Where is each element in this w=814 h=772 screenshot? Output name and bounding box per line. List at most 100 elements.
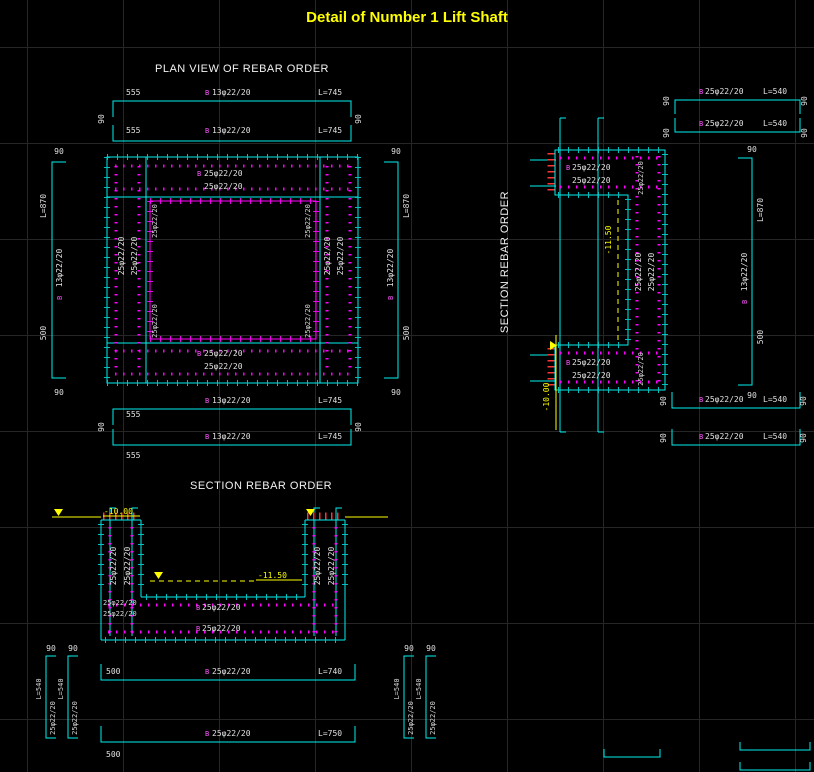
rebar-bar-shape	[671, 392, 801, 409]
bar-mark: B	[387, 296, 395, 300]
bar-qty-label: 25φ22/20	[572, 176, 611, 185]
rebar-bar-shape	[100, 664, 356, 681]
bar-qty-label: 25φ22/20	[103, 599, 137, 607]
dim-90-label: 90	[46, 644, 56, 653]
bar-length-label: L=750	[318, 729, 342, 738]
dim-90-label: 90	[799, 433, 808, 443]
bar-qty-label: 25φ22/20	[323, 237, 332, 276]
bar-qty-label: 25φ22/20	[313, 547, 322, 586]
drawing-title: Detail of Number 1 Lift Shaft	[306, 9, 508, 26]
starter-bars	[559, 117, 604, 433]
bar-qty-label: 25φ22/20	[572, 163, 611, 172]
bar-length-label: L=540	[763, 395, 787, 404]
dim-90-label: 90	[659, 433, 668, 443]
bar-mark: B	[741, 300, 749, 304]
level-line	[52, 515, 388, 581]
dim-90-label: 90	[68, 644, 78, 653]
rebar-bar-shape	[45, 655, 436, 739]
dim-90-label: 90	[800, 128, 809, 138]
dim-90-label: 90	[391, 388, 401, 397]
plan-view: PLAN VIEW OF REBAR ORDER 555 B 13φ22/20 …	[39, 63, 411, 460]
bar-mark: B	[699, 88, 703, 96]
bar-length-label: L=745	[318, 88, 342, 97]
dim-90-label: 90	[404, 644, 414, 653]
bar-qty-label: 25φ22/20	[109, 547, 118, 586]
dim-90-label: 90	[391, 147, 401, 156]
rebar-bar-shape	[384, 161, 399, 379]
bar-length-label: L=870	[39, 194, 48, 218]
bar-qty-label: 13φ22/20	[212, 88, 251, 97]
level-label: -10.00	[104, 507, 133, 516]
bar-length-label: L=540	[57, 678, 65, 699]
dim-90-label: 90	[354, 114, 363, 124]
section-bottom: SECTION REBAR ORDER -10.00 -11.50 25φ22/…	[35, 480, 437, 759]
shaft-inner-face	[145, 196, 321, 344]
dim-90-label: 90	[54, 147, 64, 156]
bar-qty-label: 25φ22/20	[123, 547, 132, 586]
rebar-bar-shape	[603, 742, 811, 771]
bar-qty-label: 25φ22/20	[304, 204, 312, 238]
bar-qty-label: 25φ22/20	[572, 371, 611, 380]
bar-qty-label: 13φ22/20	[212, 432, 251, 441]
bar-qty-label: 25φ22/20	[327, 547, 336, 586]
bar-qty-label: 13φ22/20	[212, 126, 251, 135]
rebar-bar-shape	[112, 100, 352, 117]
section-right-bottom-bars: 90 B 25φ22/20 L=540 90 90 B 25φ22/20 L=5…	[659, 392, 808, 446]
rebar-bar-shape	[674, 118, 801, 133]
rebar-bar-shape	[112, 125, 352, 142]
bar-qty-label: 25φ22/20	[572, 358, 611, 367]
shaft-opening	[149, 200, 317, 340]
bar-qty-label: 25φ22/20	[151, 204, 159, 238]
bar-qty-label: 13φ22/20	[212, 396, 251, 405]
dim-500-label: 500	[39, 326, 48, 341]
bar-mark: B	[205, 433, 209, 441]
bar-length-label: L=540	[35, 678, 43, 699]
bar-mark: B	[699, 396, 703, 404]
plan-heading: PLAN VIEW OF REBAR ORDER	[155, 63, 329, 75]
bar-qty-label: 25φ22/20	[71, 701, 79, 735]
bar-mark: B	[56, 296, 64, 300]
bar-length-label: L=745	[318, 126, 342, 135]
bar-length-label: L=540	[393, 678, 401, 699]
dim-90-label: 90	[662, 96, 671, 106]
rebar-bar-shape	[100, 726, 356, 743]
dim-555-label: 555	[126, 126, 141, 135]
bar-mark: B	[205, 127, 209, 135]
section-right-vertical-bar: 90 L=870 13φ22/20 B 500 90	[738, 145, 765, 400]
dim-90-label: 90	[426, 644, 436, 653]
section-bottom-schedule-bars: 500 B 25φ22/20 L=740 B 25φ22/20 L=750 50…	[100, 664, 356, 759]
level-label: -10.00	[542, 382, 551, 411]
bar-qty-label: 25φ22/20	[49, 701, 57, 735]
bar-qty-label: 13φ22/20	[740, 253, 749, 292]
bar-qty-label: 25φ22/20	[336, 237, 345, 276]
bar-qty-label: 13φ22/20	[55, 249, 64, 288]
bar-qty-label: 25φ22/20	[117, 237, 126, 276]
dim-500-label: 500	[756, 330, 765, 345]
bar-qty-label: 25φ22/20	[705, 87, 744, 96]
bar-qty-label: 25φ22/20	[634, 253, 643, 292]
bar-qty-label: 25φ22/20	[705, 119, 744, 128]
bar-qty-label: 25φ22/20	[202, 624, 241, 633]
bar-qty-label: 25φ22/20	[204, 182, 243, 191]
dim-90-label: 90	[54, 388, 64, 397]
bar-mark: B	[566, 359, 570, 367]
bar-mark: B	[205, 730, 209, 738]
level-symbol	[550, 341, 557, 350]
dim-90-label: 90	[747, 145, 757, 154]
bar-length-label: L=540	[763, 432, 787, 441]
bar-qty-label: 13φ22/20	[386, 249, 395, 288]
bar-qty-label: 25φ22/20	[204, 169, 243, 178]
bar-length-label: L=870	[756, 198, 765, 222]
bar-qty-label: 25φ22/20	[304, 304, 312, 338]
dim-90-label: 90	[747, 391, 757, 400]
starter-bars	[109, 507, 342, 636]
bar-stubs	[530, 159, 556, 382]
bar-length-label: L=540	[415, 678, 423, 699]
plan-shaft: B 25φ22/20 25φ22/20 B 25φ22/20 25φ22/20 …	[104, 154, 361, 386]
bar-mark: B	[196, 625, 200, 633]
rebar-bar-shape	[51, 161, 66, 379]
section-heading: SECTION REBAR ORDER	[499, 191, 511, 333]
bar-qty-label: 25φ22/20	[647, 253, 656, 292]
